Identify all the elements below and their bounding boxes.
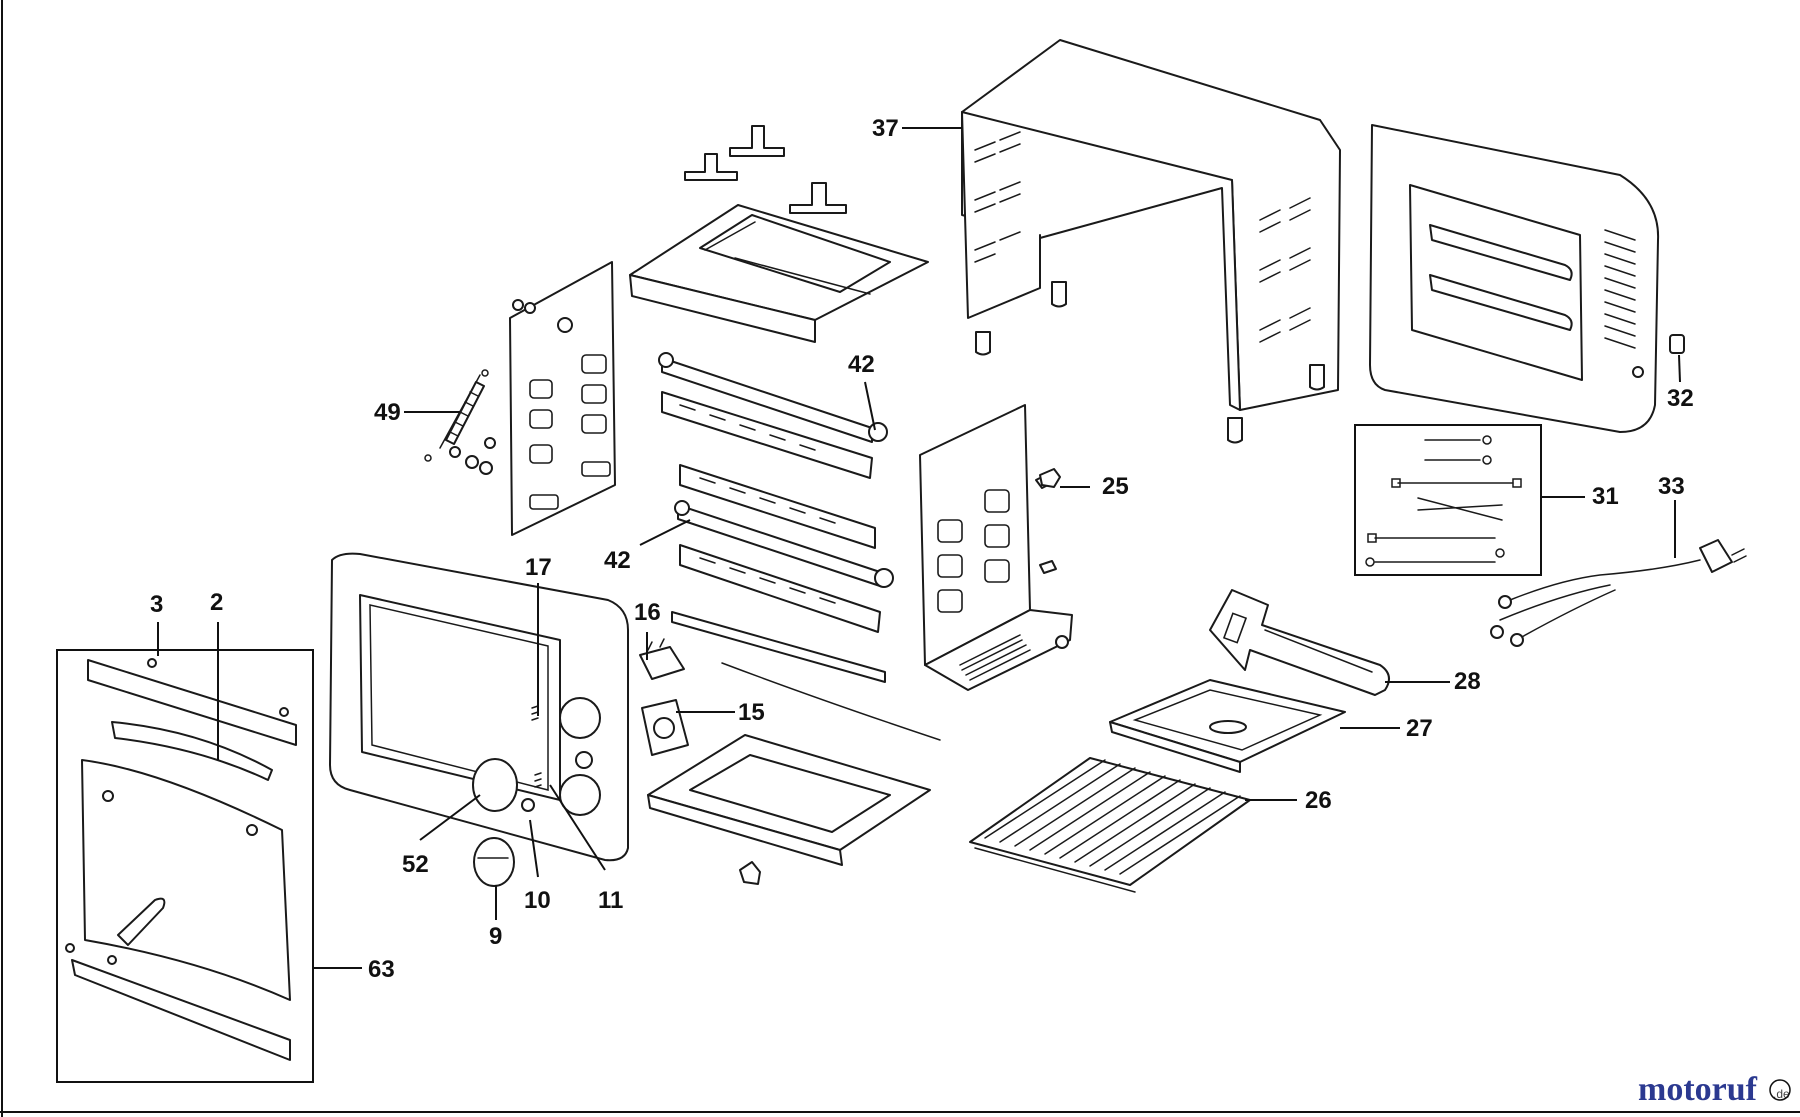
cover-feet <box>975 281 1325 444</box>
callout-17: 17 <box>525 554 552 581</box>
wiring-harness-box <box>1354 424 1542 576</box>
callout-42-lower: 42 <box>604 547 631 574</box>
callout-42-upper: 42 <box>848 351 875 378</box>
watermark: motoruf .de <box>1638 1071 1791 1108</box>
copyright-icon <box>1769 1079 1791 1101</box>
leader-lines <box>157 127 1681 969</box>
callout-16: 16 <box>634 599 661 626</box>
callout-28: 28 <box>1454 668 1481 695</box>
clip-25 <box>1039 468 1061 488</box>
housing-cover <box>961 39 1341 444</box>
switch-16 <box>639 638 685 680</box>
callout-63: 63 <box>368 956 395 983</box>
top-brackets <box>684 125 847 214</box>
bottom-frame <box>647 734 931 885</box>
side-panel-vents <box>529 354 611 510</box>
callout-52: 52 <box>402 851 429 878</box>
callout-3: 3 <box>150 591 163 618</box>
callout-32: 32 <box>1667 385 1694 412</box>
callout-26: 26 <box>1305 787 1332 814</box>
tray-handle <box>1209 589 1390 696</box>
right-side-panel <box>919 404 1073 691</box>
callout-9: 9 <box>489 923 502 950</box>
callout-49: 49 <box>374 399 401 426</box>
cover-vents-left <box>974 131 1021 263</box>
callout-25: 25 <box>1102 473 1129 500</box>
cover-vents-right <box>1259 197 1311 343</box>
callout-11: 11 <box>598 887 623 914</box>
crumb-rail <box>671 611 941 741</box>
wire-rack <box>969 757 1251 893</box>
baking-tray <box>1109 679 1346 773</box>
callout-37: 37 <box>872 115 899 142</box>
power-cord <box>1490 539 1747 647</box>
heating-element-upper <box>658 352 888 479</box>
grommet-32 <box>1669 334 1685 354</box>
timer-15 <box>641 699 689 756</box>
left-side-panel <box>509 261 616 536</box>
callout-2: 2 <box>210 589 223 616</box>
oven-front-body <box>329 552 629 862</box>
watermark-brand: motoruf <box>1638 1071 1758 1108</box>
callout-33: 33 <box>1658 473 1685 500</box>
callout-27: 27 <box>1406 715 1433 742</box>
callout-31: 31 <box>1592 483 1619 510</box>
back-panel <box>1369 124 1660 433</box>
top-plate <box>629 204 929 343</box>
spring-49 <box>424 369 496 475</box>
callout-labels: 37 42 49 42 25 32 31 33 28 27 26 17 16 1… <box>150 115 1694 983</box>
callout-15: 15 <box>738 699 765 726</box>
door-assembly-box <box>56 649 314 1083</box>
callout-10: 10 <box>524 887 551 914</box>
right-panel-vents <box>937 489 1031 681</box>
heating-element-lower <box>674 464 894 633</box>
knob-9 <box>473 837 515 887</box>
